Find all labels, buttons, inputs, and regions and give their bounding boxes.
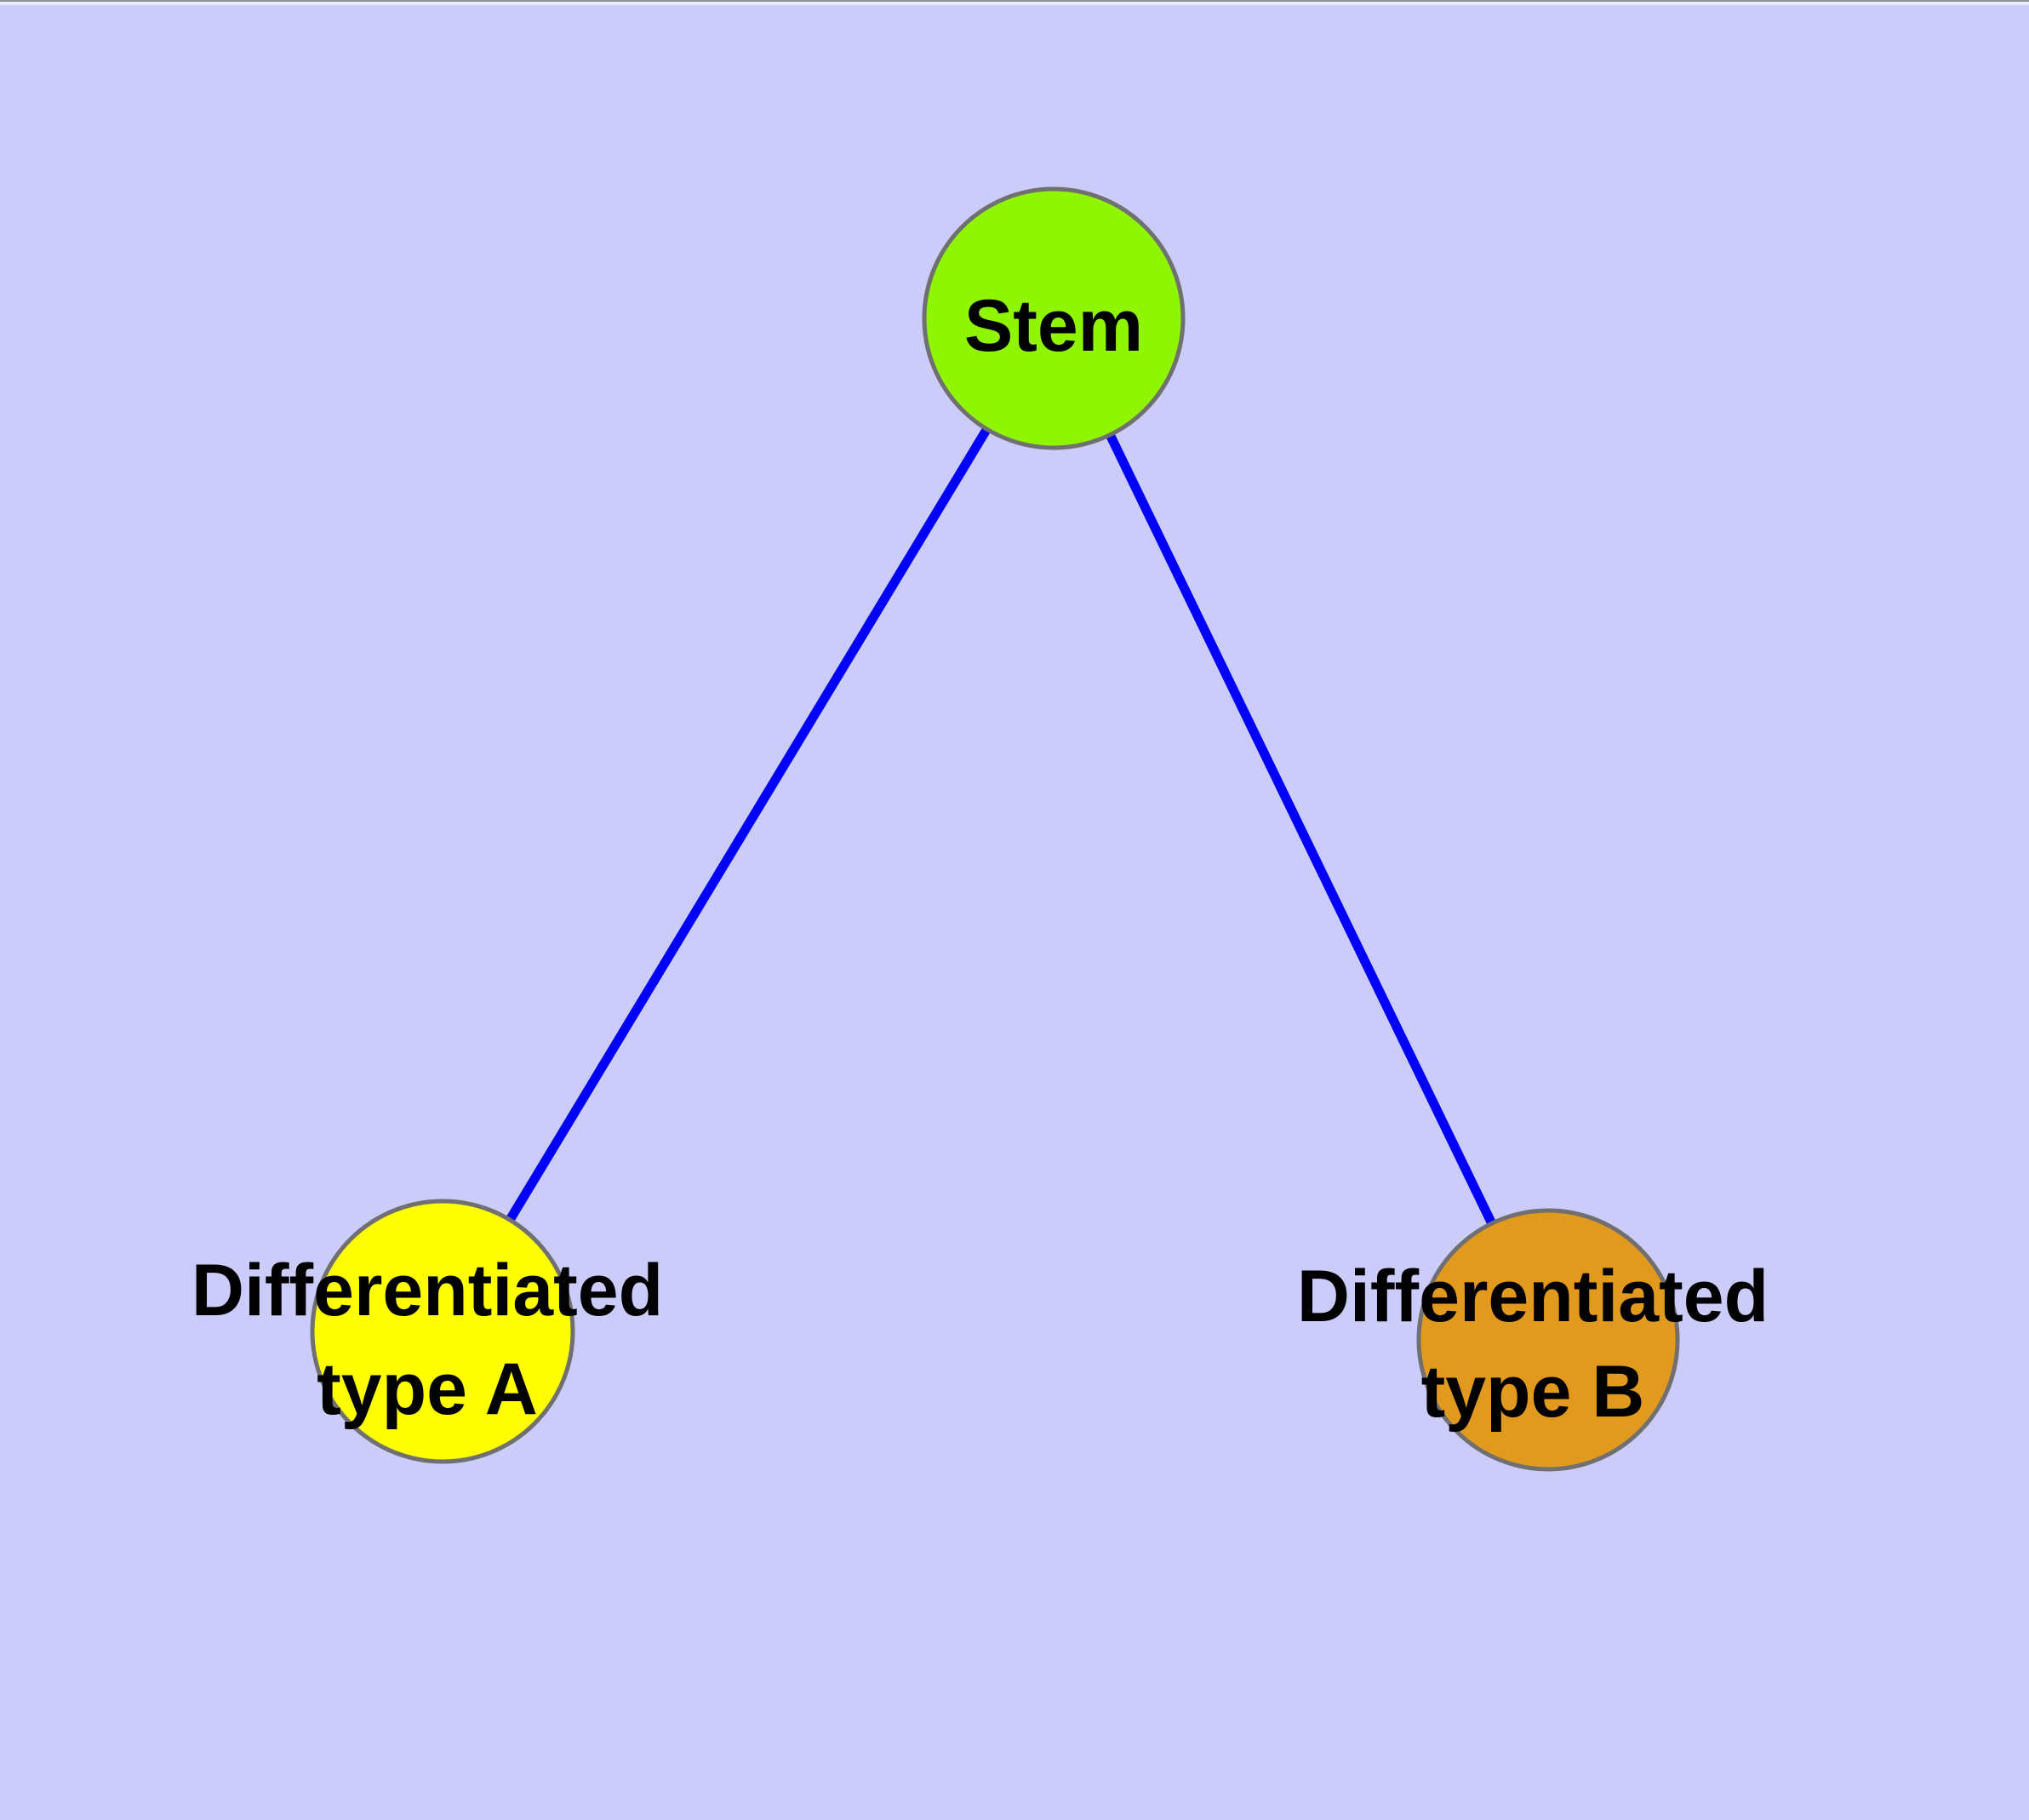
top-edge-line [0, 0, 2029, 2]
node-stem-label: Stem [964, 285, 1143, 367]
edge-stem-to-type-a [438, 316, 1058, 1334]
node-type-b-label-line2: type B [1421, 1351, 1645, 1433]
node-type-a [310, 1199, 575, 1464]
edge-stem-to-type-b [1049, 316, 1552, 1342]
node-type-a-label-line2: type A [317, 1348, 538, 1430]
node-stem [922, 186, 1186, 450]
node-type-b [1416, 1208, 1680, 1472]
node-type-a-label-line1: Differentiated [191, 1250, 663, 1331]
top-edge-band [0, 2, 2029, 5]
node-type-b-label-line1: Differentiated [1297, 1256, 1769, 1337]
